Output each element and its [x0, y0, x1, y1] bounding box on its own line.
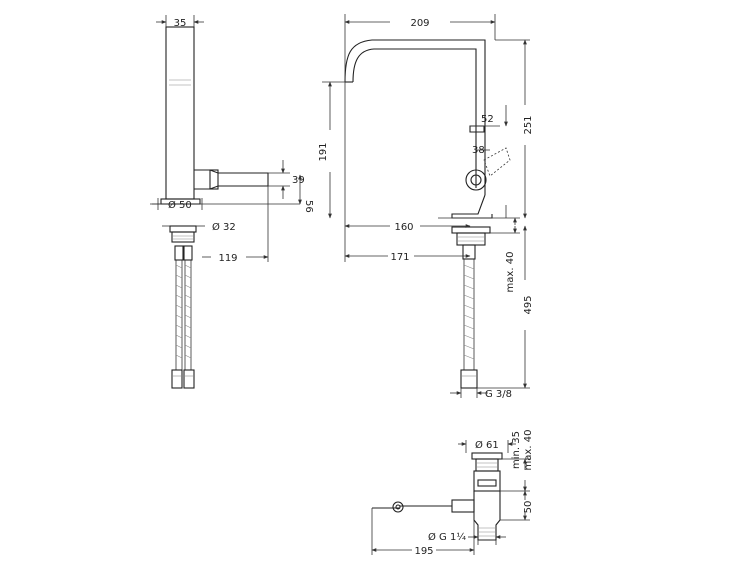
dim-side-spout-offset: 56 — [303, 200, 314, 213]
dim-front-total-height: 251 — [523, 115, 534, 134]
dim-waste-max: max. 40 — [523, 430, 534, 471]
dim-side-base-diameter: Ø 50 — [168, 199, 192, 211]
dim-front-connection: G 3/8 — [485, 389, 512, 400]
front-hose — [460, 244, 478, 389]
dim-waste-min: min. 35 — [511, 431, 522, 469]
dim-front-lever: 38 — [472, 145, 485, 156]
dim-side-hole-diameter: Ø 32 — [212, 221, 236, 233]
dim-front-reach-171: 171 — [390, 252, 409, 263]
side-hoses — [171, 245, 195, 389]
dim-front-deck: max. 40 — [505, 252, 516, 293]
dim-side-width: 35 — [174, 18, 187, 29]
dim-waste-height: 50 — [523, 501, 534, 514]
side-view: 35 39 56 Ø 50 Ø 32 119 — [150, 15, 314, 389]
dim-waste-plug: Ø 61 — [475, 439, 499, 451]
dim-front-handle: 52 — [481, 114, 494, 125]
dim-side-spout-height: 39 — [292, 175, 305, 186]
dim-side-reach: 119 — [218, 253, 237, 264]
dim-waste-rod: 195 — [414, 546, 433, 557]
dim-front-hose: 495 — [523, 295, 534, 314]
front-view: 209 191 251 52 38 160 171 max. 40 — [318, 14, 534, 400]
dim-waste-thread: Ø G 1¼ — [428, 531, 466, 543]
dim-front-width: 209 — [410, 18, 429, 29]
waste-assembly: Ø 61 min. 35 max. 40 50 Ø G 1¼ 195 — [371, 430, 534, 557]
dim-front-spout-height: 191 — [318, 142, 329, 161]
dim-front-reach-160: 160 — [394, 222, 413, 233]
